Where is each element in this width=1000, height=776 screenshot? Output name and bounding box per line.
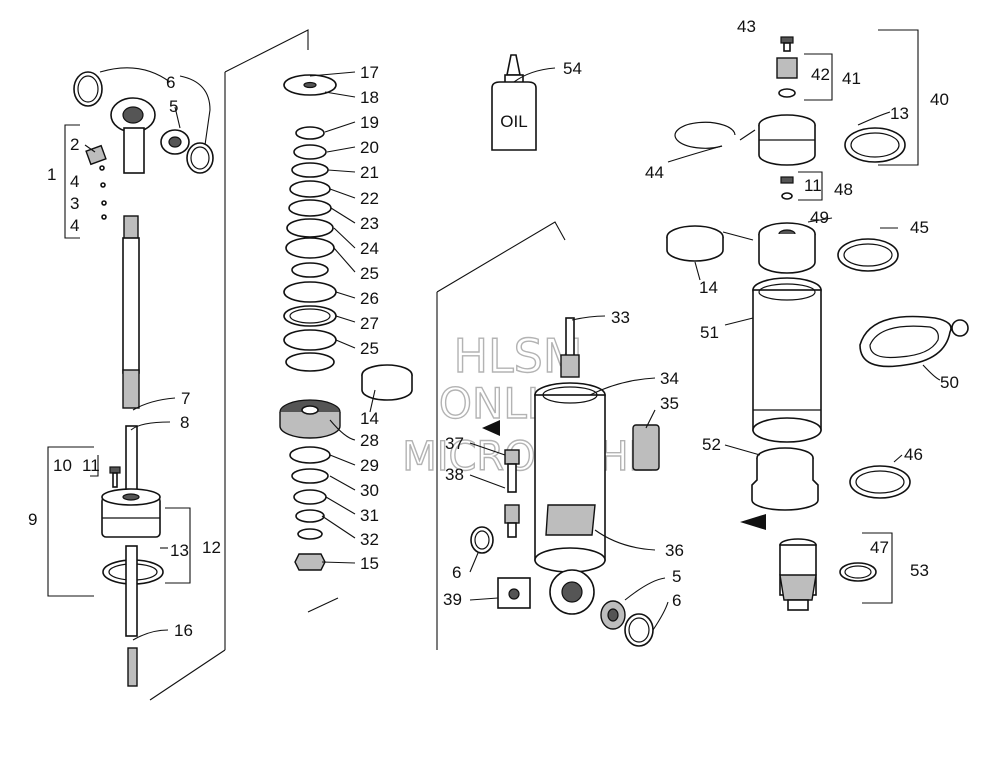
callout-28: 28 — [360, 431, 379, 450]
reservoir-body — [470, 317, 660, 647]
callout-5-center: 5 — [672, 567, 681, 586]
callout-14-center: 14 — [360, 409, 379, 428]
callout-37: 37 — [445, 434, 464, 453]
callout-12: 12 — [202, 538, 221, 557]
callout-25-lower: 25 — [360, 339, 379, 358]
callout-35: 35 — [660, 394, 679, 413]
callout-11-upper: 11 — [804, 176, 822, 195]
callout-4-upper: 4 — [70, 172, 79, 191]
divider-lines — [149, 29, 566, 701]
reservoir-assembly — [666, 36, 969, 611]
callout-17: 17 — [360, 63, 379, 82]
shim-stack — [279, 74, 413, 571]
callout-33: 33 — [611, 308, 630, 327]
callout-7: 7 — [181, 389, 190, 408]
callout-9: 9 — [28, 510, 37, 529]
watermark-line-3: MICROFICHE — [402, 434, 654, 480]
callout-6-center: 6 — [452, 563, 461, 582]
callout-10: 10 — [53, 456, 72, 475]
leader-lines — [84, 67, 941, 641]
callout-47: 47 — [870, 538, 889, 557]
callout-43: 43 — [737, 17, 756, 36]
callout-24: 24 — [360, 239, 379, 258]
callout-40: 40 — [930, 90, 949, 109]
callout-27: 27 — [360, 314, 379, 333]
callout-19: 19 — [360, 113, 379, 132]
callout-45: 45 — [910, 218, 929, 237]
callout-labels: 43 42 41 40 13 44 11 48 49 45 14 51 50 5… — [28, 17, 959, 640]
callout-20: 20 — [360, 138, 379, 157]
callout-53: 53 — [910, 561, 929, 580]
callout-25-upper: 25 — [360, 264, 379, 283]
callout-44: 44 — [645, 163, 664, 182]
callout-36: 36 — [665, 541, 684, 560]
callout-52: 52 — [702, 435, 721, 454]
callout-48: 48 — [834, 180, 853, 199]
callout-38: 38 — [445, 465, 464, 484]
callout-5-upper-left: 5 — [169, 97, 178, 116]
oil-bottle: OIL — [491, 54, 537, 151]
callout-34: 34 — [660, 369, 679, 388]
callout-2: 2 — [70, 135, 79, 154]
callout-50: 50 — [940, 373, 959, 392]
callout-15: 15 — [360, 554, 379, 573]
callout-8: 8 — [180, 413, 189, 432]
callout-30: 30 — [360, 481, 379, 500]
callout-18: 18 — [360, 88, 379, 107]
callout-23: 23 — [360, 214, 379, 233]
bracket-lines — [47, 29, 919, 604]
callout-41: 41 — [842, 69, 861, 88]
callout-46: 46 — [904, 445, 923, 464]
callout-21: 21 — [360, 163, 379, 182]
callout-16: 16 — [174, 621, 193, 640]
callout-29: 29 — [360, 456, 379, 475]
oil-label: OIL — [500, 112, 527, 131]
watermark: HLSM ONLINE MICROFICHE — [401, 328, 654, 480]
callout-11-lower: 11 — [82, 456, 100, 475]
callout-3: 3 — [70, 194, 79, 213]
callout-51: 51 — [700, 323, 719, 342]
shaft-assembly — [73, 71, 214, 687]
callout-42: 42 — [811, 65, 830, 84]
callout-6-upper-left: 6 — [166, 73, 175, 92]
callout-39: 39 — [443, 590, 462, 609]
callout-1: 1 — [47, 165, 56, 184]
callout-22: 22 — [360, 189, 379, 208]
callout-54: 54 — [563, 59, 582, 78]
callout-4-lower: 4 — [70, 216, 79, 235]
callout-32: 32 — [360, 530, 379, 549]
callout-49: 49 — [810, 208, 829, 227]
callout-13-lower: 13 — [170, 541, 189, 560]
callout-26: 26 — [360, 289, 379, 308]
callout-14-right: 14 — [699, 278, 718, 297]
callout-13-upper: 13 — [890, 104, 909, 123]
callout-6-center-right: 6 — [672, 591, 681, 610]
callout-31: 31 — [360, 506, 379, 525]
